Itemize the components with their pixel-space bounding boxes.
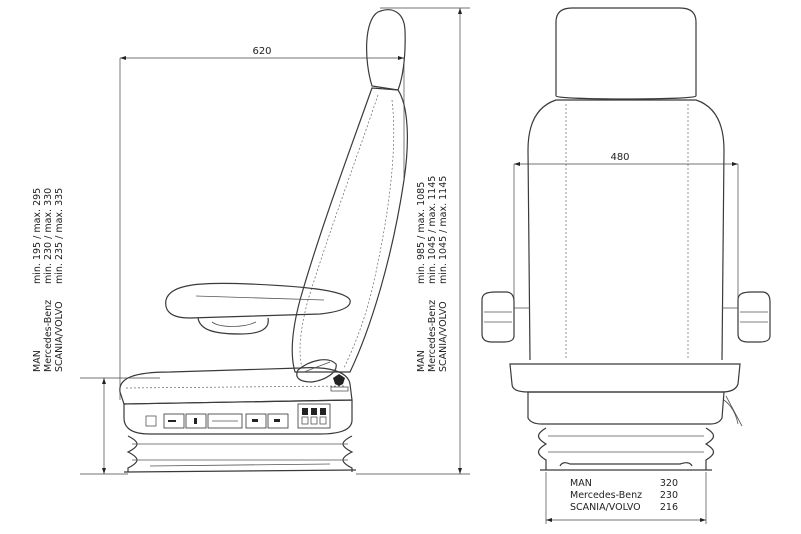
total-height-brand-scania: SCANIA/VOLVO: [438, 301, 449, 372]
side-suspension-bellows: [123, 435, 357, 473]
dimension-620: [119, 56, 405, 400]
seat-height-range-mercedes: min. 230 / max. 330: [43, 188, 54, 284]
seat-height-label-block: MAN min. 195 / max. 295 Mercedes-Benz mi…: [32, 188, 65, 372]
side-switch-block: [297, 403, 331, 429]
width-dimension-label: 620: [252, 46, 271, 57]
dimension-total-height: [356, 7, 470, 475]
front-seat-cushion: [509, 363, 741, 393]
front-base: [527, 391, 725, 425]
dimension-base-width: [545, 472, 707, 524]
seat-height-brand-scania: SCANIA/VOLVO: [54, 301, 65, 372]
dimension-480: [513, 162, 739, 300]
base-width-value-man: 320: [660, 478, 678, 489]
front-armrest-left: [481, 291, 530, 343]
side-seat-cushion: [119, 367, 353, 405]
side-logo-icon: [330, 374, 349, 392]
seat-height-brand-mercedes: Mercedes-Benz: [43, 300, 54, 372]
side-armrest: [165, 282, 351, 319]
seat-height-range-man: min. 195 / max. 295: [32, 188, 43, 284]
total-height-brand-mercedes: Mercedes-Benz: [427, 300, 438, 372]
side-backrest: [291, 87, 408, 373]
total-height-range-mercedes: min. 1045 / max. 1145: [427, 176, 438, 284]
front-armrest-right: [722, 291, 771, 343]
base-width-brand-scania: SCANIA/VOLVO: [570, 502, 641, 513]
base-width-value-scania: 216: [660, 502, 678, 513]
front-headrest: [555, 7, 697, 96]
base-width-value-mercedes: 230: [660, 490, 678, 501]
total-height-label-block: MAN min. 985 / max. 1085 Mercedes-Benz m…: [416, 176, 449, 372]
base-width-brand-man: MAN: [570, 478, 592, 489]
side-base: [123, 399, 353, 435]
front-view: 480 MAN 320 Mercedes-Benz 230 SCANIA/VOL…: [481, 7, 771, 524]
base-width-label-block: MAN 320 Mercedes-Benz 230 SCANIA/VOLVO 2…: [570, 478, 678, 513]
seat-height-brand-man: MAN: [32, 350, 43, 372]
dimension-seat-height: [80, 377, 160, 475]
front-backrest: [527, 99, 725, 361]
front-width-dimension-label: 480: [610, 152, 629, 163]
side-headrest: [366, 9, 406, 91]
side-view: 620 MAN min. 195 / max. 295 Mercedes-Ben…: [32, 7, 470, 475]
side-control-buttons: [163, 413, 289, 429]
total-height-range-man: min. 985 / max. 1085: [416, 182, 427, 284]
total-height-range-scania: min. 1045 / max. 1145: [438, 176, 449, 284]
seat-height-range-scania: min. 235 / max. 335: [54, 188, 65, 284]
total-height-brand-man: MAN: [416, 350, 427, 372]
base-width-brand-mercedes: Mercedes-Benz: [570, 490, 642, 501]
front-suspension-bellows: [537, 427, 715, 471]
